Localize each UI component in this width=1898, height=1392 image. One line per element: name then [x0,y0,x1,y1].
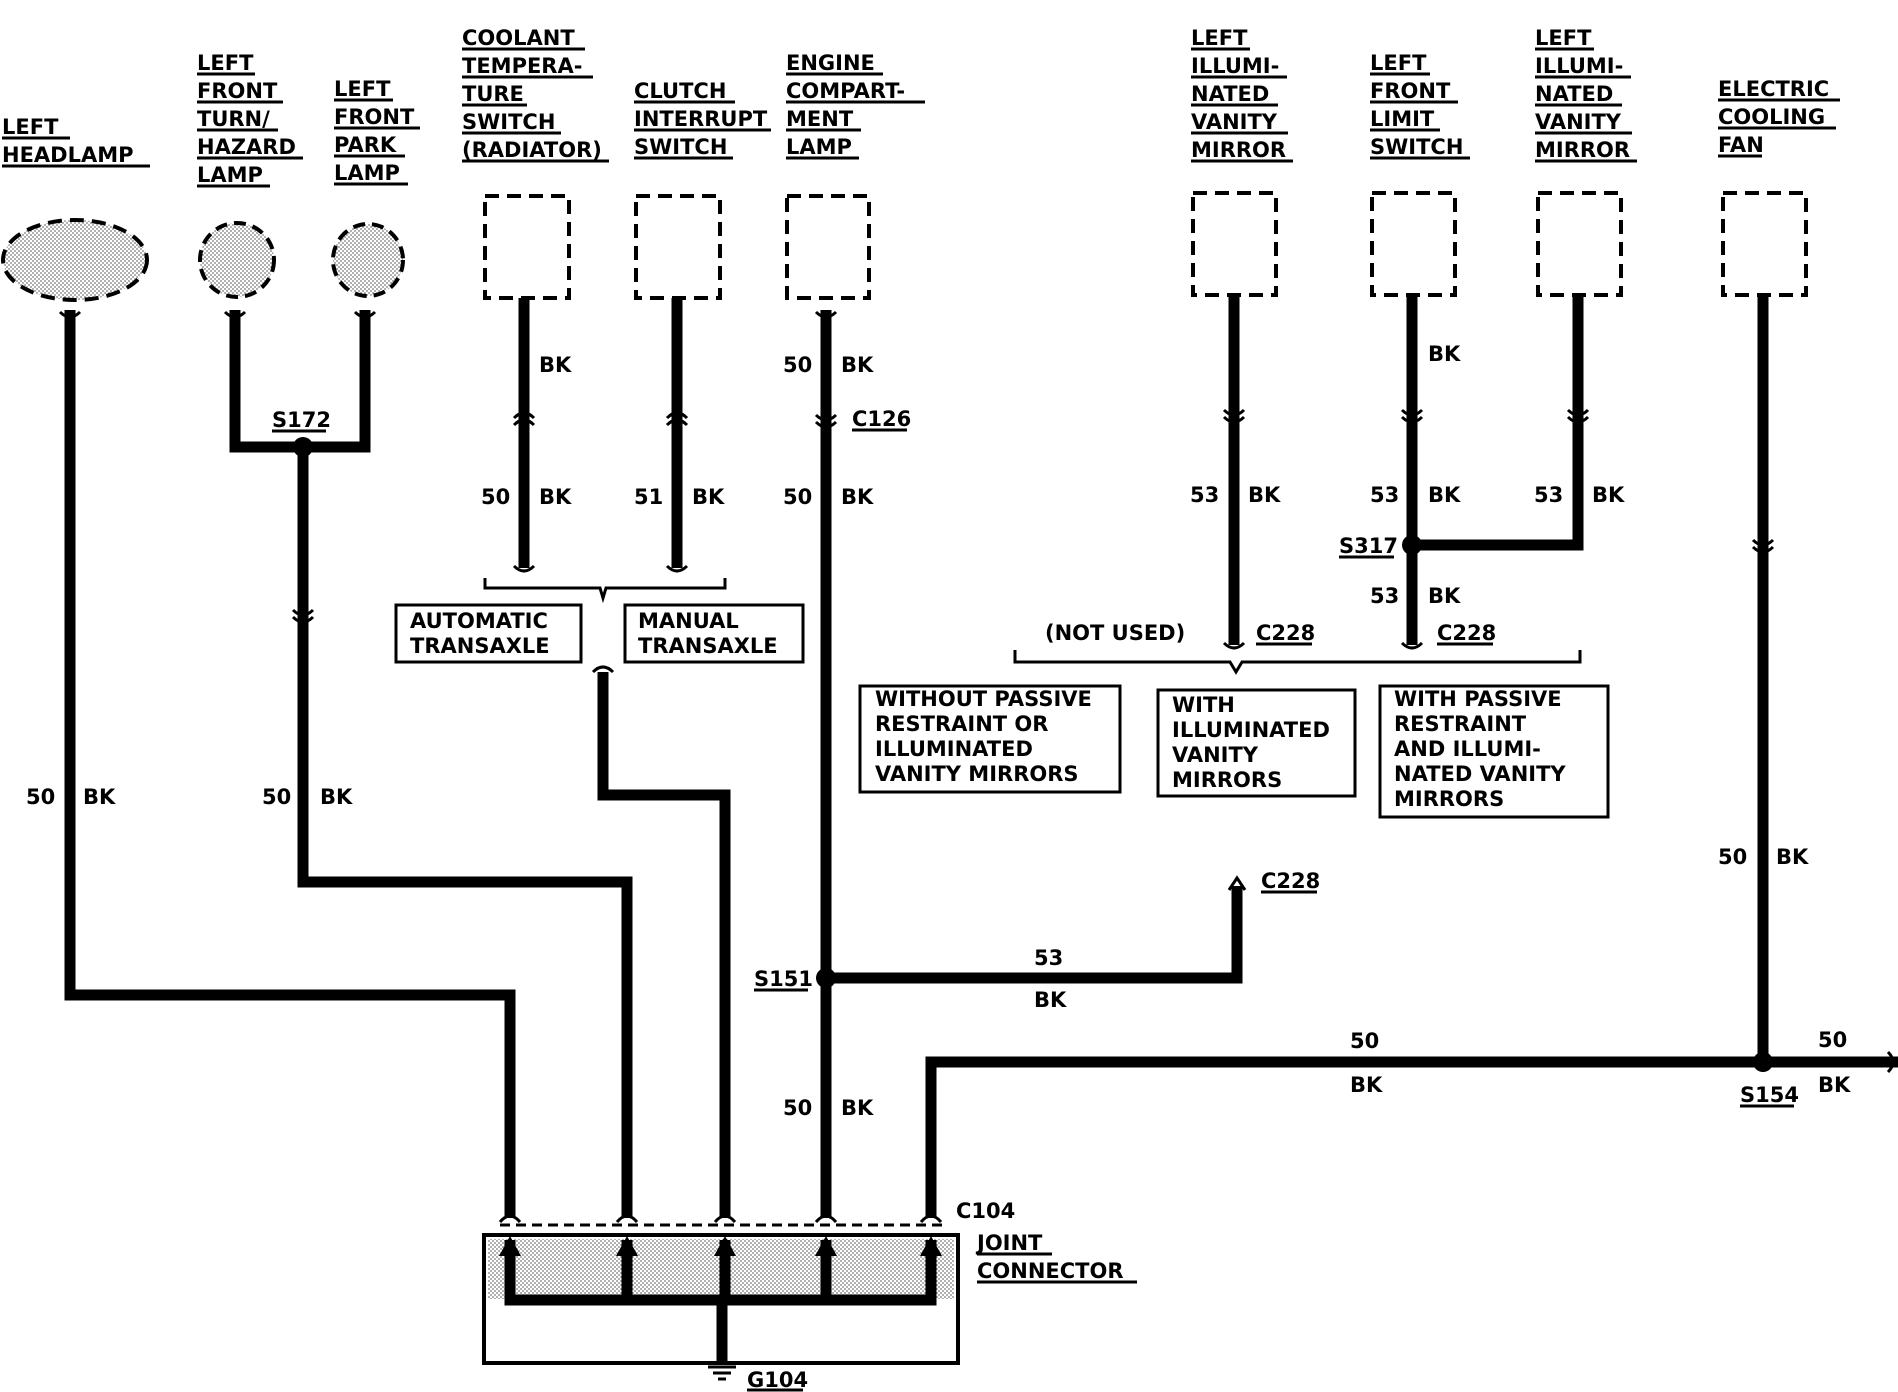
wires [64,295,1898,1218]
transaxle-brace [483,578,727,604]
clutch-interrupt-switch-label: CLUTCH INTERRUPT SWITCH [634,79,774,159]
c104-label: C104 [956,1199,1015,1223]
svg-text:BK: BK [841,485,874,509]
ground-icon [708,1365,736,1381]
with-passive-restraint-box: WITH PASSIVE RESTRAINT AND ILLUMI- NATED… [1394,687,1573,811]
left-headlamp-symbol [1,218,149,302]
svg-text:53: 53 [1534,483,1563,507]
svg-text:BK: BK [1776,845,1809,869]
with-illuminated-vanity-box: WITH ILLUMINATED VANITY MIRRORS [1172,693,1337,792]
svg-text:50: 50 [1818,1028,1847,1052]
wire-labels: 50 BK 50 BK BK 50 BK 51 BK 50 BK 50 BK 5… [26,342,1851,1120]
svg-text:BK: BK [1592,483,1625,507]
svg-text:BK: BK [1034,988,1067,1012]
c126-label: C126 [852,407,911,431]
svg-text:BK: BK [83,785,116,809]
svg-text:BK: BK [539,353,572,377]
not-used-label: (NOT USED) [1045,621,1185,645]
left-illuminated-vanity-mirror-2-label: LEFT ILLUMI- NATED VANITY MIRROR [1535,26,1631,162]
svg-text:53: 53 [1034,946,1063,970]
svg-text:BK: BK [1428,342,1461,366]
svg-text:BK: BK [841,1096,874,1120]
svg-text:50: 50 [1350,1029,1379,1053]
svg-text:BK: BK [320,785,353,809]
left-front-limit-switch-label: LEFT FRONT LIMIT SWITCH [1370,51,1463,159]
vanity-option-brace [1013,650,1582,675]
left-front-park-lamp-label: LEFT FRONT PARK LAMP [334,77,422,185]
svg-text:50: 50 [783,353,812,377]
limit-switch-symbol [1370,191,1457,297]
vanity-mirror-1-symbol [1191,191,1278,297]
splice-dots [293,437,1773,1072]
left-front-turn-lamp-symbol [198,221,276,299]
svg-text:50: 50 [1718,845,1747,869]
c228-label-b: C228 [1437,621,1496,645]
svg-text:50: 50 [783,1096,812,1120]
s317-label: S317 [1339,534,1398,558]
svg-text:53: 53 [1370,483,1399,507]
coolant-temperature-switch-label: COOLANT TEMPERA- TURE SWITCH (RADIATOR) [462,26,602,162]
svg-text:50: 50 [262,785,291,809]
manual-transaxle-box: MANUAL TRANSAXLE [638,609,778,658]
left-front-turn-hazard-lamp-label: LEFT FRONT TURN/ HAZARD LAMP [197,51,303,187]
without-passive-restraint-box: WITHOUT PASSIVE RESTRAINT OR ILLUMINATED… [875,687,1099,786]
svg-text:53: 53 [1190,483,1219,507]
svg-text:53: 53 [1370,584,1399,608]
engine-lamp-symbol [785,194,871,300]
terminal-chevrons [498,1214,943,1224]
joint-connector-terminals [499,1236,942,1256]
vanity-mirror-2-symbol [1536,191,1623,297]
c228-label-c: C228 [1261,869,1320,893]
c228-label-a: C228 [1256,621,1315,645]
svg-text:BK: BK [1818,1073,1851,1097]
left-front-park-lamp-symbol [331,222,405,298]
svg-text:50: 50 [783,485,812,509]
s172-label: S172 [272,408,331,432]
svg-text:BK: BK [692,485,725,509]
left-headlamp-label: LEFT HEADLAMP [2,115,134,167]
svg-text:BK: BK [841,353,874,377]
svg-text:50: 50 [481,485,510,509]
svg-text:50: 50 [26,785,55,809]
svg-text:BK: BK [1428,584,1461,608]
clutch-switch-symbol [634,194,722,300]
engine-compartment-lamp-label: ENGINE COMPART- MENT LAMP [786,51,912,159]
coolant-switch-symbol [483,194,571,300]
joint-connector-label: JOINT CONNECTOR [975,1231,1124,1283]
svg-text:BK: BK [1428,483,1461,507]
svg-text:BK: BK [1248,483,1281,507]
automatic-transaxle-box: AUTOMATIC TRANSAXLE [410,609,555,658]
svg-text:BK: BK [1350,1073,1383,1097]
cooling-fan-symbol [1721,191,1808,297]
svg-text:51: 51 [634,485,663,509]
g104-label: G104 [747,1368,808,1392]
s151-label: S151 [754,967,813,991]
electric-cooling-fan-label: ELECTRIC COOLING FAN [1718,77,1837,157]
svg-text:BK: BK [539,485,572,509]
left-illuminated-vanity-mirror-1-label: LEFT ILLUMI- NATED VANITY MIRROR [1191,26,1287,162]
connector-marks [58,310,1895,1074]
s154-label: S154 [1740,1083,1799,1107]
